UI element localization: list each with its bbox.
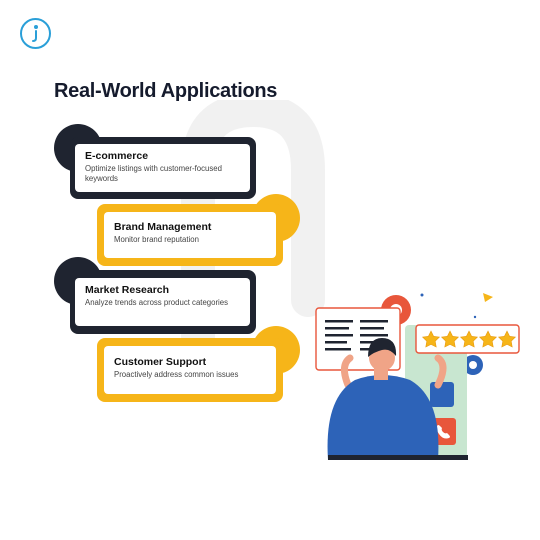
card-title: Market Research	[85, 284, 170, 296]
card-title: Brand Management	[114, 221, 212, 233]
gear-icon	[463, 355, 483, 375]
application-card-ecommerce: E-commerce Optimize listings with custom…	[75, 144, 250, 192]
brand-logo	[20, 18, 51, 49]
application-card-brand-management: Brand Management Monitor brand reputatio…	[104, 212, 276, 258]
card-description: Monitor brand reputation	[114, 235, 199, 244]
card-title: E-commerce	[85, 150, 149, 162]
person-torso	[327, 375, 439, 460]
brand-logo-icon	[31, 24, 38, 42]
star-icon	[459, 330, 479, 348]
application-card-market-research: Market Research Analyze trends across pr…	[75, 278, 250, 326]
star-icon	[440, 330, 460, 348]
sparkle-icon	[483, 293, 493, 302]
customer-review-illustration	[315, 293, 520, 460]
star-icon	[478, 330, 498, 348]
page-title: Real-World Applications	[54, 80, 278, 102]
card-description: Analyze trends across product categories	[85, 298, 229, 307]
card-description: Proactively address common issues	[114, 370, 239, 379]
application-card-customer-support: Customer Support Proactively address com…	[104, 346, 276, 394]
card-description: Optimize listings with customer-focused …	[85, 164, 222, 183]
card-title: Customer Support	[114, 356, 207, 368]
star-icon	[497, 330, 517, 348]
star-icon	[421, 330, 441, 348]
app-tile	[430, 382, 454, 407]
